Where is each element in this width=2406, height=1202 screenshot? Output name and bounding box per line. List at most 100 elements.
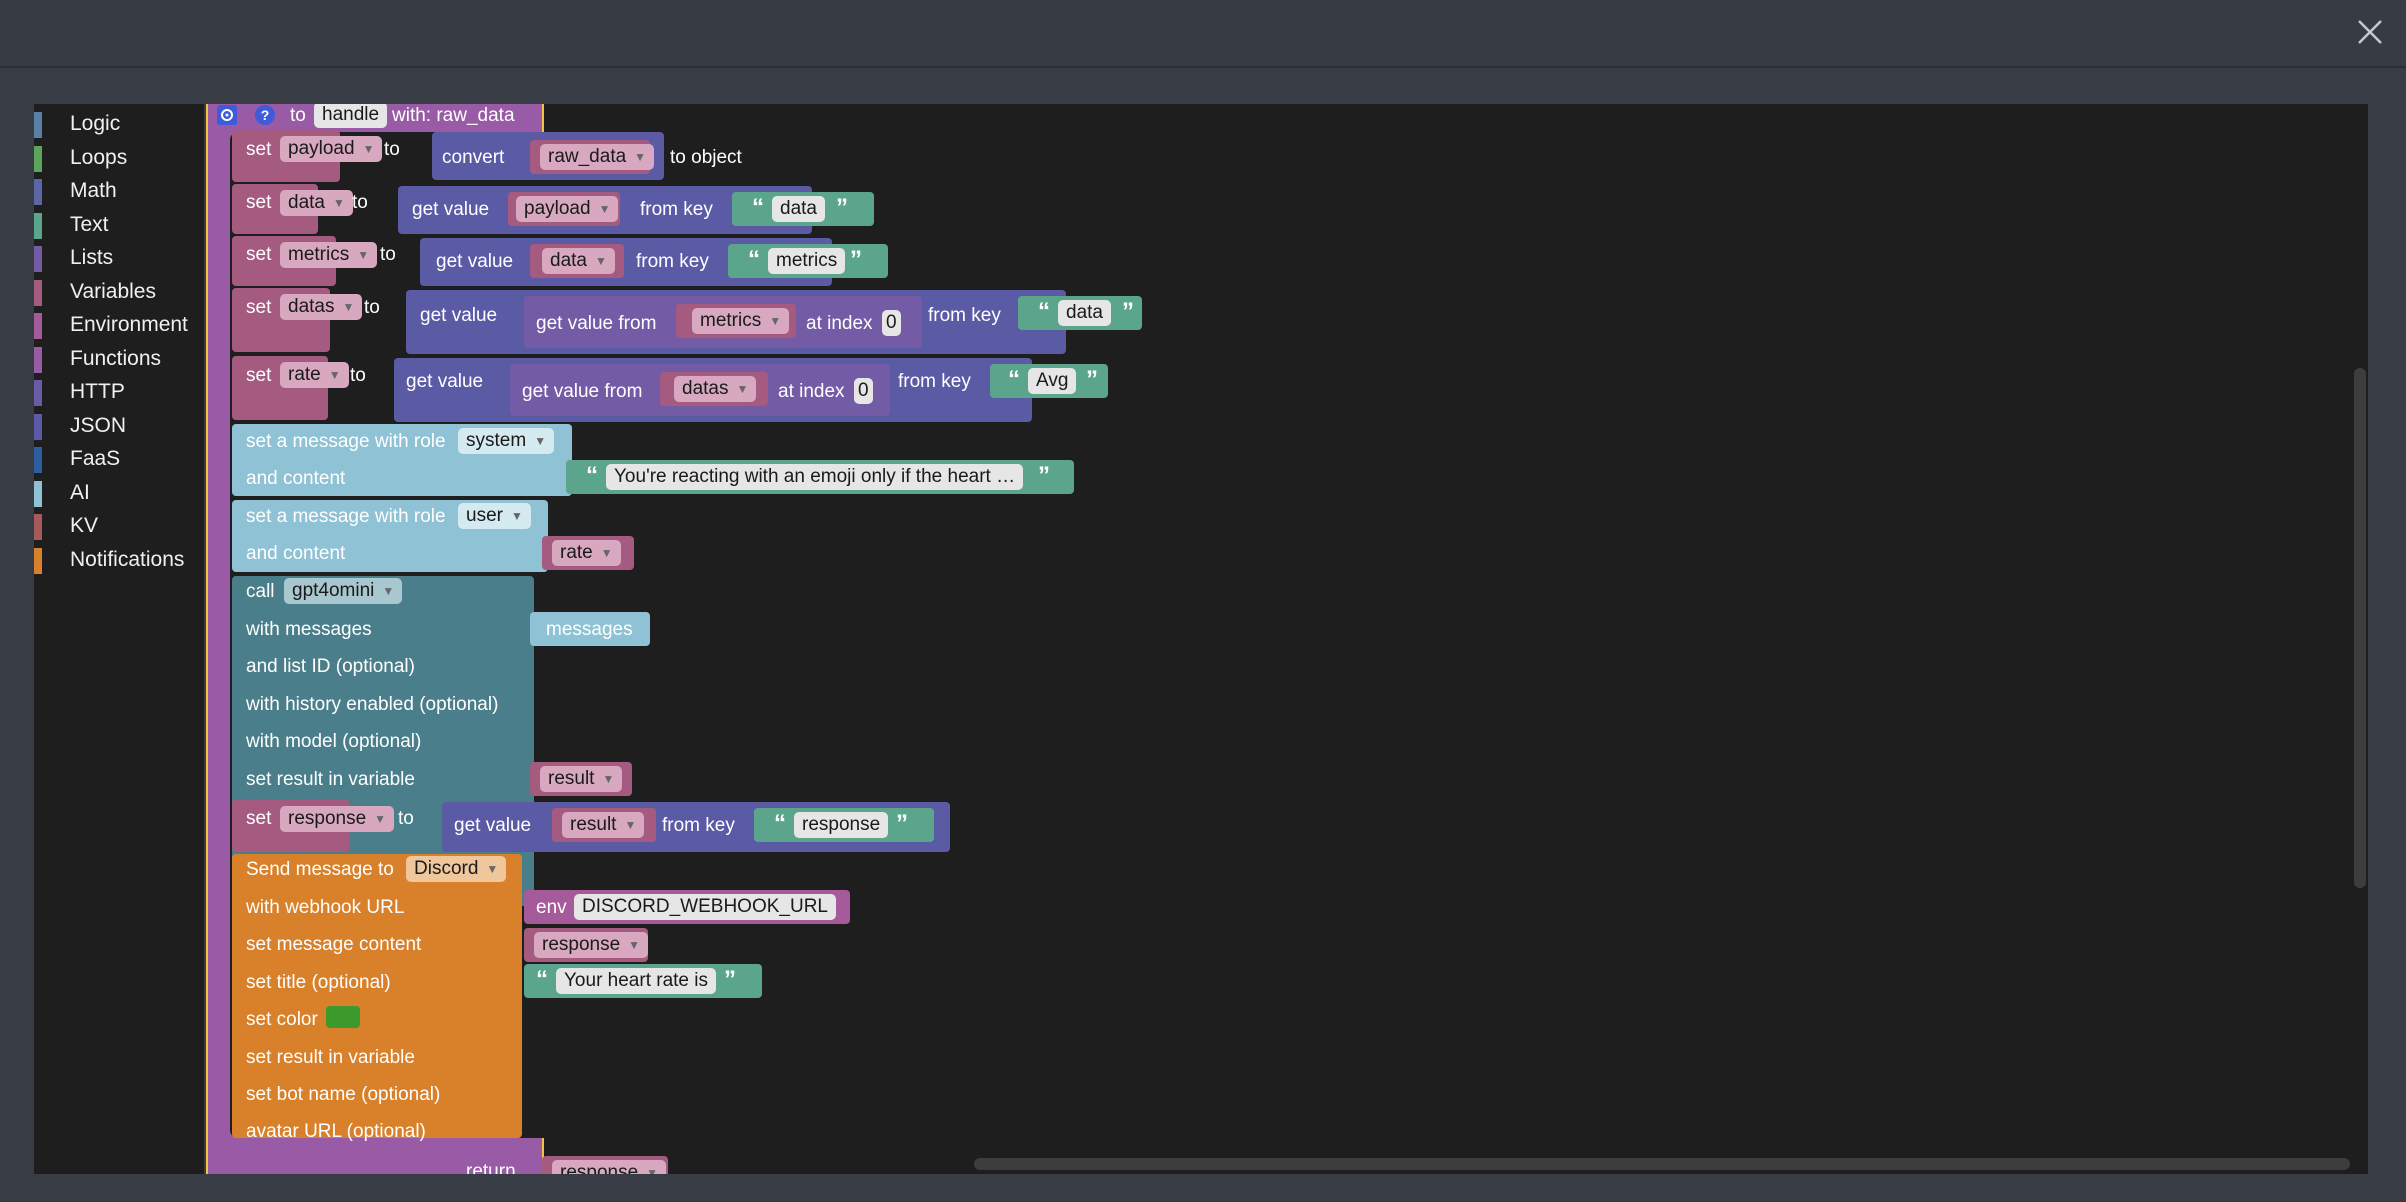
- index-field[interactable]: 0: [882, 310, 901, 336]
- variable-dropdown-payload[interactable]: payload▼: [280, 136, 383, 162]
- toolbox-category-notifications[interactable]: Notifications: [34, 546, 204, 574]
- dropdown-value: data: [550, 250, 587, 272]
- toolbox-category-logic[interactable]: Logic: [34, 110, 204, 138]
- function-name-field[interactable]: handle: [314, 104, 388, 128]
- toolbox-category-ai[interactable]: AI: [34, 479, 204, 507]
- close-quote-icon: ”: [1122, 298, 1134, 325]
- index-field[interactable]: 0: [854, 378, 873, 404]
- color-swatch[interactable]: [326, 1006, 360, 1028]
- set-label: set: [246, 244, 272, 265]
- open-quote-icon: “: [1008, 366, 1020, 393]
- variable-dropdown-metrics[interactable]: metrics▼: [692, 308, 790, 334]
- variable-dropdown-response[interactable]: response▼: [534, 932, 649, 958]
- dropdown-value: response: [542, 934, 621, 956]
- toolbox-category-http[interactable]: HTTP: [34, 378, 204, 406]
- toolbox-category-loops[interactable]: Loops: [34, 144, 204, 172]
- role-dropdown-system[interactable]: system▼: [458, 428, 555, 454]
- send-notification-block[interactable]: [232, 854, 522, 1138]
- toolbox-category-kv[interactable]: KV: [34, 512, 204, 540]
- toolbox-category-faas[interactable]: FaaS: [34, 445, 204, 473]
- to-label: to: [380, 244, 396, 265]
- horizontal-scrollbar[interactable]: [974, 1158, 2350, 1170]
- variable-dropdown-rate[interactable]: rate▼: [280, 362, 349, 388]
- call-label: call: [246, 581, 275, 602]
- text-field[interactable]: response: [794, 812, 889, 838]
- chevron-down-icon: ▼: [486, 862, 499, 876]
- variable-dropdown-data[interactable]: data▼: [280, 190, 353, 216]
- env-name-field[interactable]: DISCORD_WEBHOOK_URL: [574, 894, 836, 920]
- notification-target-dropdown[interactable]: Discord▼: [406, 856, 507, 882]
- get-value-from-label: get value from: [536, 313, 657, 334]
- fn-to-label: to: [290, 105, 306, 126]
- message-role-label: set a message with role: [246, 431, 446, 452]
- category-swatch: [34, 447, 42, 473]
- variable-dropdown-datas[interactable]: datas▼: [674, 376, 757, 402]
- variable-dropdown-response[interactable]: response▼: [552, 1160, 667, 1174]
- toolbox-category-text[interactable]: Text: [34, 211, 204, 239]
- set-label: set: [246, 365, 272, 386]
- role-dropdown-user[interactable]: user▼: [458, 503, 531, 529]
- category-label: Loops: [70, 146, 128, 169]
- to-label: to: [352, 192, 368, 213]
- dropdown-value: metrics: [700, 310, 762, 332]
- category-swatch: [34, 313, 42, 339]
- chevron-down-icon: ▼: [602, 772, 615, 786]
- blocks-workspace[interactable]: ? to handle with: raw_data set payload▼ …: [206, 104, 2368, 1174]
- variable-dropdown-response[interactable]: response▼: [280, 806, 395, 832]
- from-key-label: from key: [898, 371, 971, 392]
- model-dropdown[interactable]: gpt4omini▼: [284, 578, 403, 604]
- set-label: set: [246, 139, 272, 160]
- result-variable-label: set result in variable: [246, 1047, 415, 1068]
- dropdown-value: result: [548, 768, 595, 790]
- category-swatch: [34, 481, 42, 507]
- text-field[interactable]: metrics: [768, 248, 846, 274]
- text-field[interactable]: data: [1058, 300, 1111, 326]
- category-label: HTTP: [70, 380, 125, 403]
- help-icon[interactable]: ?: [254, 104, 276, 126]
- category-label: Functions: [70, 347, 162, 370]
- to-label: to: [350, 365, 366, 386]
- toolbox-category-json[interactable]: JSON: [34, 412, 204, 440]
- close-quote-icon: ”: [836, 194, 848, 221]
- get-value-label: get value: [412, 199, 490, 220]
- chevron-down-icon: ▼: [598, 202, 611, 216]
- toolbox-category-environment[interactable]: Environment: [34, 311, 204, 339]
- get-value-label: get value: [406, 371, 484, 392]
- open-quote-icon: “: [752, 194, 764, 221]
- text-field[interactable]: data: [772, 196, 825, 222]
- close-quote-icon: ”: [724, 966, 736, 993]
- toolbox-category-math[interactable]: Math: [34, 177, 204, 205]
- webhook-label: with webhook URL: [246, 897, 405, 918]
- toolbox-category-lists[interactable]: Lists: [34, 244, 204, 272]
- chevron-down-icon: ▼: [342, 300, 355, 314]
- category-label: KV: [70, 514, 99, 537]
- variable-dropdown-result[interactable]: result▼: [562, 812, 645, 838]
- messages-block[interactable]: [530, 612, 650, 646]
- from-key-label: from key: [640, 199, 713, 220]
- text-field[interactable]: Your heart rate is: [556, 968, 716, 994]
- category-swatch: [34, 380, 42, 406]
- result-variable-label: set result in variable: [246, 769, 415, 790]
- variable-dropdown-rate[interactable]: rate▼: [552, 540, 621, 566]
- gear-icon[interactable]: [216, 104, 238, 126]
- variable-dropdown-payload[interactable]: payload▼: [516, 196, 619, 222]
- color-label: set color: [246, 1009, 318, 1030]
- list-id-label: and list ID (optional): [246, 656, 415, 677]
- toolbox-category-functions[interactable]: Functions: [34, 345, 204, 373]
- close-icon[interactable]: [2352, 14, 2388, 50]
- to-label: to: [384, 139, 400, 160]
- vertical-scrollbar[interactable]: [2354, 368, 2366, 888]
- text-field[interactable]: You're reacting with an emoji only if th…: [606, 464, 1024, 490]
- env-label: env: [536, 897, 567, 918]
- variable-dropdown-data[interactable]: data▼: [542, 248, 615, 274]
- variable-dropdown-datas[interactable]: datas▼: [280, 294, 363, 320]
- variable-dropdown-metrics[interactable]: metrics▼: [280, 242, 378, 268]
- category-label: AI: [70, 481, 90, 504]
- set-label: set: [246, 297, 272, 318]
- text-field[interactable]: Avg: [1028, 368, 1077, 394]
- chevron-down-icon: ▼: [736, 382, 749, 396]
- variable-dropdown-result[interactable]: result ▼: [540, 766, 623, 792]
- dropdown-value: result: [570, 814, 617, 836]
- variable-dropdown-raw-data[interactable]: raw_data▼: [540, 144, 655, 170]
- toolbox-category-variables[interactable]: Variables: [34, 278, 204, 306]
